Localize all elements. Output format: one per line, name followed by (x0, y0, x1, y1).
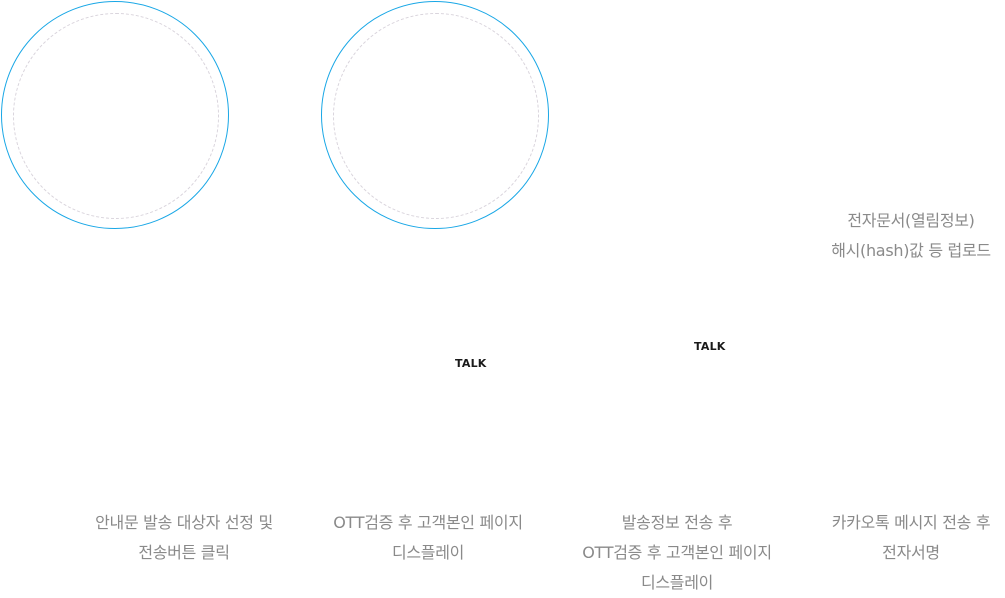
step1-caption-line1: 안내문 발송 대상자 선정 및 (95, 513, 273, 532)
step2-circle-inner-dashed (333, 13, 539, 219)
step3-caption-line2: OTT검증 후 고객본인 페이지 (582, 543, 772, 562)
step3-caption-line1: 발송정보 전송 후 (621, 513, 733, 532)
step2-caption-line2: 디스플레이 (391, 543, 465, 562)
hash-upload-caption: 전자문서(열림정보) 해시(hash)값 등 럽로드 (791, 206, 1005, 266)
step3-caption-line3: 디스플레이 (640, 573, 714, 592)
step2-caption: OTT검증 후 고객본인 페이지 디스플레이 (308, 508, 548, 568)
hash-upload-caption-line1: 전자문서(열림정보) (847, 211, 975, 230)
kakao-talk-label: TALK (694, 340, 726, 353)
step1-circle (1, 1, 229, 229)
hash-upload-caption-line2: 해시(hash)값 등 럽로드 (831, 241, 991, 260)
step1-caption: 안내문 발송 대상자 선정 및 전송버튼 클릭 (64, 508, 304, 568)
step2-circle (321, 1, 549, 229)
step2-caption-line1: OTT검증 후 고객본인 페이지 (333, 513, 523, 532)
step1-circle-inner-dashed (13, 13, 219, 219)
step1-caption-line2: 전송버튼 클릭 (138, 543, 230, 562)
step3-caption: 발송정보 전송 후 OTT검증 후 고객본인 페이지 디스플레이 (557, 508, 797, 598)
step4-caption-line1: 카카오톡 메시지 전송 후 (831, 513, 991, 532)
step4-caption: 카카오톡 메시지 전송 후 전자서명 (791, 508, 1005, 568)
kakao-talk-label: TALK (455, 357, 487, 370)
step4-caption-line2: 전자서명 (882, 543, 940, 562)
